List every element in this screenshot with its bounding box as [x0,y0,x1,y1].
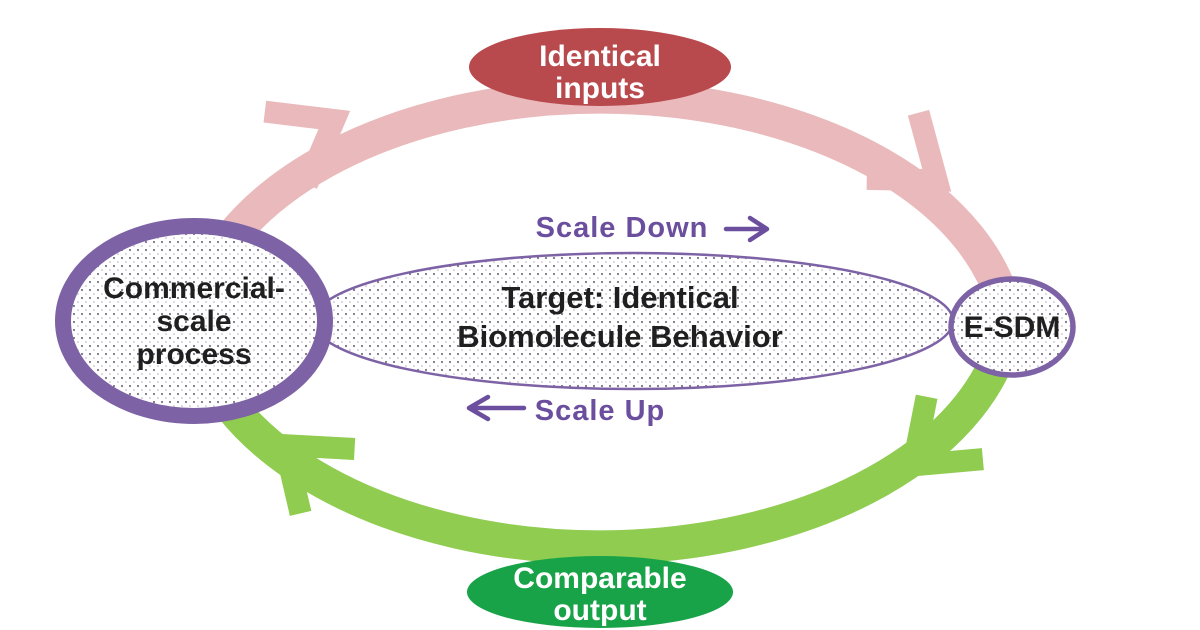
commercial-scale-label-line3: process [136,338,251,371]
arrow-chevron-icon [866,109,952,192]
identical-inputs-label-line1: Identical [539,40,661,73]
identical-inputs-node [469,28,731,106]
arrow-chevron-icon [899,394,984,478]
scale-up-arc [175,319,1025,565]
commercial-scale-process-node [55,218,333,424]
target-label-line1: Target: Identical [501,280,738,315]
right-arrow-icon [723,215,770,243]
comparable-output-label-line2: output [553,594,646,627]
commercial-scale-label-line2: scale [156,305,231,338]
scale-up-label: Scale Up [535,395,666,427]
arrow-chevron-icon [263,100,351,189]
identical-inputs-label-line2: inputs [555,72,645,105]
left-arrow-icon [466,394,527,422]
arrow-chevron-icon [270,433,356,516]
e-sdm-node [948,276,1076,378]
commercial-scale-label-line1: Commercial- [103,272,285,305]
comparable-output-node [467,556,733,628]
comparable-output-label-line1: Comparable [513,562,686,595]
scale-down-label: Scale Down [536,212,709,244]
e-sdm-label: E-SDM [964,311,1061,344]
target-label-line2: Biomolecule Behavior [457,319,783,354]
